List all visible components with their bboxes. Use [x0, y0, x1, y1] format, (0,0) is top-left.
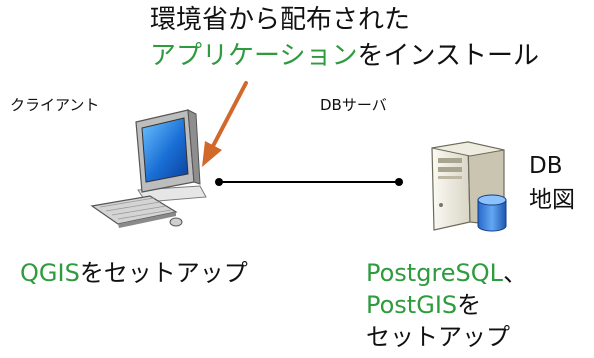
qgis-highlight: QGIS — [20, 259, 80, 287]
server-label: DBサーバ — [320, 96, 387, 114]
client-setup-text: をセットアップ — [79, 259, 248, 287]
network-connection-line — [215, 178, 403, 186]
postgis-highlight: PostGIS — [366, 291, 458, 319]
title-app-highlight: アプリケーション — [150, 41, 358, 71]
map-label: 地図 — [529, 187, 575, 213]
title-line-2: アプリケーションをインストール — [150, 40, 539, 72]
server-setup-comma: 、 — [503, 259, 528, 287]
server-setup-particle: を — [457, 291, 482, 319]
postgresql-highlight: PostgreSQL — [366, 259, 504, 287]
desktop-computer-icon — [90, 109, 207, 228]
database-server-icon — [431, 141, 507, 232]
install-arrow — [202, 81, 248, 167]
client-label: クライアント — [10, 96, 100, 114]
server-setup-line-1: PostgreSQL、 — [366, 258, 527, 288]
db-label: DB — [529, 153, 563, 179]
title-install-text: をインストール — [357, 41, 539, 71]
client-setup-caption: QGISをセットアップ — [20, 258, 248, 288]
title-line-1: 環境省から配布された — [150, 5, 411, 35]
server-setup-line-2: PostGISを — [366, 290, 481, 320]
server-setup-line-3: セットアップ — [366, 323, 510, 351]
